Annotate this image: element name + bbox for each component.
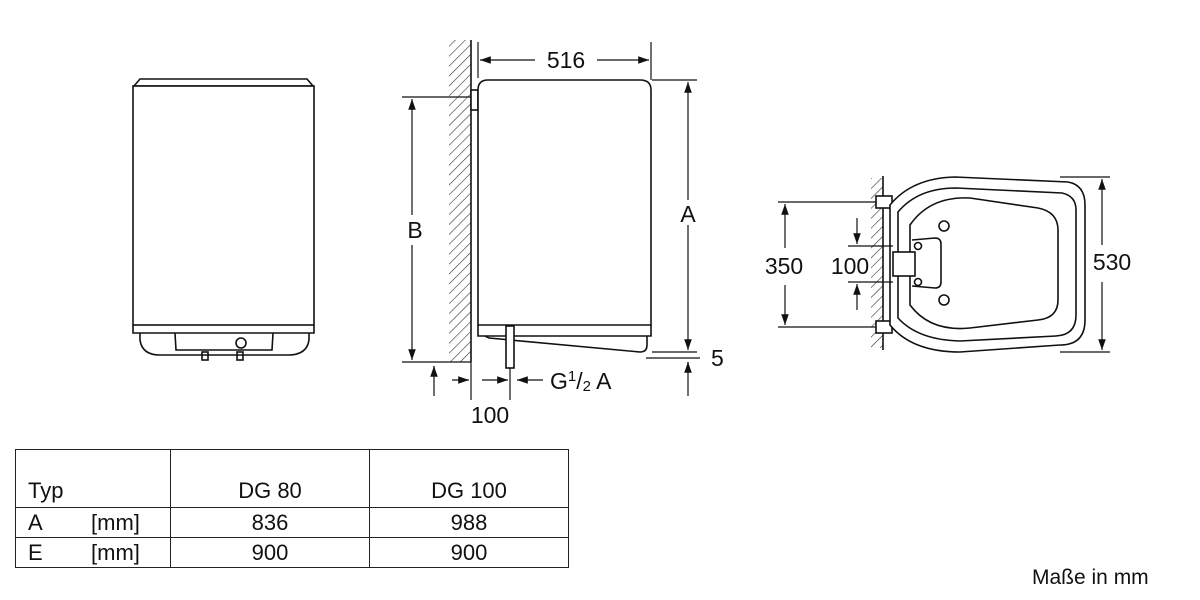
dim-516-text: 516 bbox=[547, 47, 585, 73]
dim-a-text: A bbox=[680, 201, 696, 227]
table-cell: 836 bbox=[170, 507, 370, 538]
top-view-outline bbox=[889, 176, 1086, 353]
top-view-inner-outline bbox=[897, 187, 1077, 342]
top-view-connector bbox=[892, 251, 916, 277]
table-header-typ: Typ bbox=[15, 449, 171, 508]
front-view-body bbox=[132, 85, 315, 326]
table-cell: 900 bbox=[369, 537, 569, 568]
table-cell: 988 bbox=[369, 507, 569, 538]
wall-bracket bbox=[470, 89, 479, 111]
table-row-label: A bbox=[15, 507, 91, 538]
front-view-control-panel bbox=[174, 332, 274, 351]
dim-5-text: 5 bbox=[711, 345, 724, 371]
top-view-wall-hatching bbox=[871, 178, 883, 348]
dim-100-right-text: 100 bbox=[831, 253, 869, 279]
top-view-hole-2 bbox=[938, 294, 950, 306]
table-row-unit: [mm] bbox=[91, 507, 171, 538]
top-view-hole-1 bbox=[938, 220, 950, 232]
table-row-label: E bbox=[15, 537, 91, 568]
table-row-unit: [mm] bbox=[91, 537, 171, 568]
front-view-outlet-right bbox=[236, 351, 244, 361]
side-view-bottom-ring bbox=[477, 325, 652, 337]
wall-hatching bbox=[449, 40, 471, 362]
dim-530-text: 530 bbox=[1093, 249, 1131, 275]
front-view-outlet-left bbox=[201, 351, 209, 361]
units-note: Maße in mm bbox=[1032, 566, 1149, 589]
table-row: A [mm] 836 988 bbox=[15, 507, 569, 538]
side-view-body bbox=[477, 79, 652, 326]
front-view bbox=[132, 78, 315, 361]
table-header-col1: DG 80 bbox=[170, 449, 370, 508]
top-view-cover bbox=[909, 197, 1059, 330]
dim-b-text: B bbox=[407, 217, 422, 243]
dimension-table: Typ DG 80 DG 100 A [mm] 836 988 E [mm] 9… bbox=[15, 449, 569, 568]
top-view: 350 100 530 bbox=[765, 176, 1131, 353]
dim-350-text: 350 bbox=[765, 253, 803, 279]
table-row: E [mm] 900 900 bbox=[15, 537, 569, 568]
top-view-stud-2 bbox=[913, 277, 923, 287]
table-header-row: Typ DG 80 DG 100 bbox=[15, 449, 569, 508]
table-header-col2: DG 100 bbox=[369, 449, 569, 508]
table-cell: 900 bbox=[170, 537, 370, 568]
front-view-bottom-ring bbox=[132, 325, 315, 334]
top-view-mount-plate bbox=[911, 237, 942, 289]
connection-label: G1/2 A bbox=[550, 368, 612, 395]
dim-100-bottom-text: 100 bbox=[471, 402, 509, 428]
top-view-stud-1 bbox=[913, 241, 923, 251]
water-pipe bbox=[505, 325, 515, 369]
front-view-top-cap bbox=[132, 78, 315, 87]
front-view-knob bbox=[235, 337, 247, 349]
front-view-bottom-cover bbox=[139, 333, 310, 356]
side-view-bottom-cover bbox=[484, 335, 648, 353]
side-view: 516 A 5 B bbox=[402, 40, 724, 428]
